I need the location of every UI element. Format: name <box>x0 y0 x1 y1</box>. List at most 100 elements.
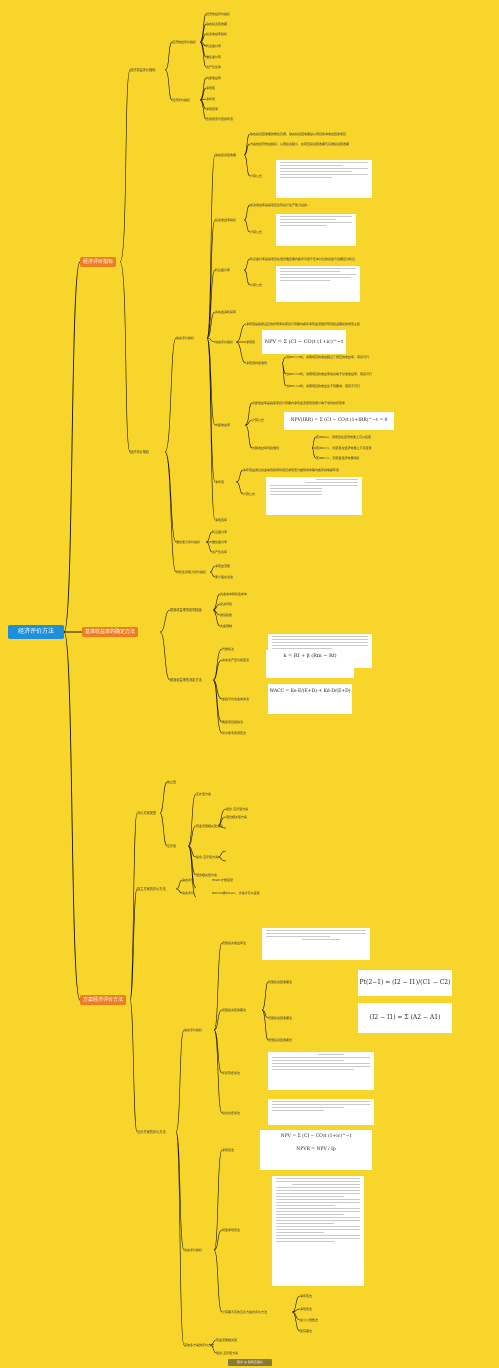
node-solvency[interactable]: 偿债能力评价指标 <box>176 540 201 544</box>
note-b3-c2-3: 增量投资回收期法 <box>268 1038 293 1042</box>
node-npvr[interactable]: 净现值率 <box>215 518 228 522</box>
node-b1-c[interactable]: 经济评价指标 <box>130 450 150 454</box>
node-b1-a-i5[interactable]: 偿债备付率 <box>206 55 222 59</box>
node-b1-b-i1[interactable]: 内部收益率 <box>206 76 222 80</box>
node-b1-a-group[interactable]: 经济效益评价指标 <box>172 40 197 44</box>
node-b2-m1[interactable]: 代数和法 <box>222 647 235 651</box>
node-b3-exclusive[interactable]: 互斥型 <box>167 844 177 848</box>
node-survival-i2[interactable]: 累计盈余资金 <box>215 575 234 579</box>
node-b2-m4[interactable]: 典型项目模拟法 <box>222 720 244 724</box>
node-b3-other-i2[interactable]: 组合-互斥型方案 <box>216 1351 239 1355</box>
node-b3-t2[interactable]: 现金流量相关型方案 <box>196 824 224 828</box>
node-b3-dynamic-methods[interactable]: 动态评价指标 <box>184 1248 203 1252</box>
root-node[interactable]: 经济评价方法 <box>8 625 64 639</box>
node-b3-c7-i2[interactable]: 净现值法 <box>300 1307 313 1311</box>
formula-capm: k = Rf + β (Rm − Rf) <box>266 650 354 678</box>
node-static-payback[interactable]: 静态投资回收期 <box>215 153 237 157</box>
node-b3-c2[interactable]: 增量投资回收期法 <box>222 1008 247 1012</box>
node-b1-b-i4[interactable]: 净现值率 <box>206 107 219 111</box>
node-b3-c7-i3[interactable]: 最小公倍数法 <box>300 1318 319 1322</box>
node-interest-coverage-calc[interactable]: 计算公式 <box>250 283 263 287</box>
node-b3-other-i1[interactable]: 现金流量相关型 <box>216 1338 238 1342</box>
node-irr-criteria[interactable]: 内部收益率判别准则 <box>252 446 280 450</box>
node-b2-m2[interactable]: 资本资产定价模型法 <box>222 658 250 662</box>
node-solvency-i3[interactable]: 资产负债率 <box>212 550 228 554</box>
node-solvency-i2[interactable]: 偿债备付率 <box>212 540 228 544</box>
node-npv-criteria[interactable]: 净现值判别准则 <box>246 361 268 365</box>
node-b3-c3[interactable]: 年折算费用法 <box>222 1071 241 1075</box>
node-roi-calc[interactable]: 计算公式 <box>250 230 263 234</box>
node-b3-t3[interactable]: 组合-互斥型方案 <box>196 855 219 859</box>
node-roi[interactable]: 投资收益率指标 <box>215 218 237 222</box>
note-b3-c2-2: 增量投资回收期法 <box>268 1016 293 1020</box>
note-roi: 投资收益率是指项目达到设计生产能力后的... <box>250 203 310 207</box>
node-b3-dynamic[interactable]: 动态评价 <box>182 891 195 895</box>
node-survival-i1[interactable]: 净现金流量 <box>215 564 231 568</box>
node-b3-c5[interactable]: 净现值法 <box>222 1148 235 1152</box>
note-npv: 净现值是指按设定的折现率将项目计算期内各年净现金流量折现到建设期初的现值之和 <box>246 322 361 326</box>
node-b1-a-i2[interactable]: 静态投资回收期 <box>206 22 228 26</box>
node-b2-f3[interactable]: 通货膨胀 <box>220 613 233 617</box>
node-b3-independent[interactable]: 独立型 <box>167 780 177 784</box>
node-b1-b-i3[interactable]: 净年值 <box>206 97 216 101</box>
node-npv-r1: 当NPV＞0时，说明项目的收益超过了预定的收益率，项目可行 <box>286 355 370 359</box>
node-interest-coverage[interactable]: 利息备付率 <box>215 268 231 272</box>
formula-at: (I2 − I1) = Σ (A2 − A1) <box>358 1003 452 1033</box>
formula-image-coverage <box>276 266 360 302</box>
node-b2-f1[interactable]: 资金成本和机会成本 <box>220 592 248 596</box>
formula-image-nav <box>266 477 362 515</box>
branch-scheme-evaluation[interactable]: 方案经济评价方法 <box>80 995 127 1005</box>
node-b3-types[interactable]: 评价方案类型 <box>137 811 157 815</box>
node-b2-m5[interactable]: 德尔菲专家调查法 <box>222 731 247 735</box>
node-b3-exclusive-eval[interactable]: 互斥方案的评价方法 <box>137 1130 166 1134</box>
node-b3-other[interactable]: 其他多方案的评价方法 <box>184 1343 215 1347</box>
branch-economic-indicators[interactable]: 经济评价指标 <box>80 257 117 267</box>
branch-benchmark-rate[interactable]: 基准收益率的确定方法 <box>82 627 139 637</box>
node-npv[interactable]: 净现值 <box>246 340 256 344</box>
note-b3-c2-1: 增量投资回收期法 <box>268 980 293 984</box>
node-b2-factors[interactable]: 基准收益率的影响因素 <box>170 608 202 612</box>
node-b1-b-i5[interactable]: 费用现值与费用年值 <box>206 117 234 121</box>
formula-npvr-line: NPVR = NPV / Ip <box>296 1147 336 1152</box>
node-b1-b[interactable]: 经济评价指标 <box>172 98 191 102</box>
node-b1-dynamic[interactable]: 动态评价指标 <box>215 340 234 344</box>
node-nav[interactable]: 净年值 <box>215 480 225 484</box>
formula-irr: NPV(IRR) = Σ (CI − CO)t (1+IRR)^−t = 0 <box>284 412 394 430</box>
formula-npv-line: NPV = Σ (CI − CO)t (1+ic)^−t <box>280 1134 352 1139</box>
node-b1-a-i4[interactable]: 利息备付率 <box>206 44 222 48</box>
node-b1-a-i3[interactable]: 投资收益率指标 <box>206 32 228 36</box>
node-b3-c1[interactable]: 增量投资收益率法 <box>222 941 247 945</box>
node-b3-t4[interactable]: 混合相关型方案 <box>196 873 218 877</box>
node-b2-methods[interactable]: 基准收益率的测定方法 <box>170 678 202 682</box>
node-irr-r1: 若IRR≥ic，则项目在经济效果上可以接受 <box>316 435 372 439</box>
node-b1-b-i2[interactable]: 净现值 <box>206 86 216 90</box>
node-survival[interactable]: 财务生存能力评价指标 <box>176 570 207 574</box>
node-nav-calc[interactable]: 计算公式 <box>243 492 256 496</box>
node-b3-independent-eval[interactable]: 独立方案的评价方法 <box>137 887 166 891</box>
node-b1-a-i1[interactable]: 经济效益评价指标 <box>206 12 231 16</box>
node-irr-calc[interactable]: 计算公式 <box>252 418 265 422</box>
node-b1-a-i6[interactable]: 资产负债率 <box>206 65 222 69</box>
node-b1-a[interactable]: 经济效益评价指标 <box>130 68 156 72</box>
formula-pt: Pt(2−1) = (I2 − I1)/(C1 − C2) <box>358 970 452 996</box>
node-b3-c6[interactable]: 增量净现值法 <box>222 1228 241 1232</box>
node-b3-c4[interactable]: 综合总费用法 <box>222 1111 241 1115</box>
node-static-payback-calc[interactable]: 计算公式 <box>250 174 263 178</box>
node-b2-m3[interactable]: 加权平均资金成本法 <box>222 697 250 701</box>
node-b3-static[interactable]: 静态评价 <box>182 878 195 882</box>
node-b3-c7-i4[interactable]: 研究期法 <box>300 1329 313 1333</box>
node-b3-c7-i1[interactable]: 净年值法 <box>300 1294 313 1298</box>
node-b1-static[interactable]: 静态评价指标 <box>176 336 195 340</box>
node-b3-t2a[interactable]: 组合-互斥型方案 <box>226 807 249 811</box>
node-b3-c7[interactable]: 计算期不同的互斥方案的评价方法 <box>222 1310 268 1314</box>
node-b2-f4[interactable]: 资金限制 <box>220 624 233 628</box>
node-b3-static-methods[interactable]: 静态评价指标 <box>184 1028 203 1032</box>
note-interest-coverage: 利息备付率是指项目在借款偿还期内各年可用于还本付息的资金与当期应付利息 <box>250 257 356 261</box>
node-irr[interactable]: 内部收益率 <box>215 423 231 427</box>
node-b2-f2[interactable]: 投资风险 <box>220 602 233 606</box>
node-solvency-i1[interactable]: 利息备付率 <box>212 530 228 534</box>
node-b3-t2b[interactable]: 混合相关型方案 <box>226 815 248 819</box>
node-equity-return[interactable]: 资本金净利润率 <box>215 310 237 314</box>
node-b3-t1[interactable]: 互补型方案 <box>196 792 212 796</box>
